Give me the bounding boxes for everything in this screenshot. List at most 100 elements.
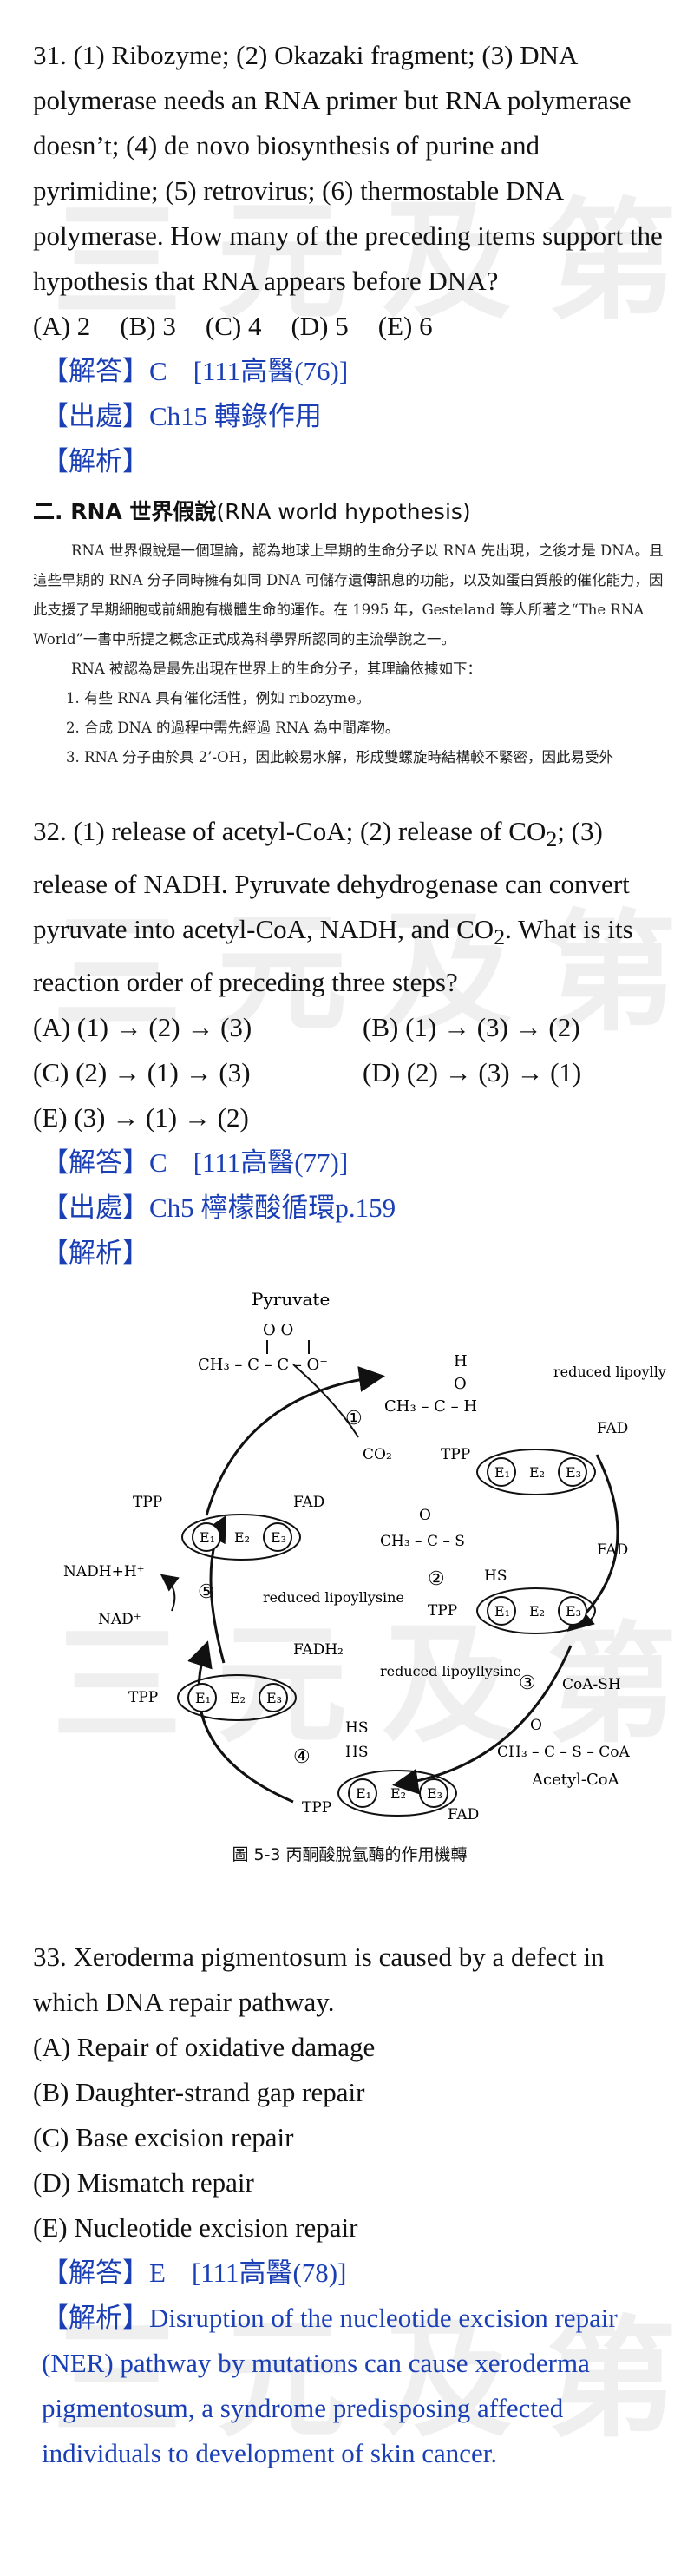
- answer-ref: [111高醫(77)]: [193, 1147, 349, 1179]
- svg-text:E₂: E₂: [230, 1690, 246, 1706]
- option-c: (C) 4: [205, 311, 262, 341]
- option-a: (A) (1) → (2) → (3): [33, 1012, 252, 1043]
- tpp-label: TPP: [128, 1689, 158, 1706]
- figure-caption: 圖 5-3 丙酮酸脫氫酶的作用機轉: [232, 1845, 468, 1865]
- svg-text:E₂: E₂: [529, 1464, 545, 1481]
- question-31: 31. (1) Ribozyme; (2) Okazaki fragment; …: [33, 33, 666, 772]
- section-title: 二. RNA 世界假說(RNA world hypothesis): [33, 493, 666, 531]
- enzyme-complex: TPP E₁ E₂ E₃: [428, 1587, 596, 1635]
- section-title-main: 二. RNA 世界假說: [33, 499, 217, 524]
- svg-text:E₁: E₁: [195, 1690, 211, 1706]
- watermark: 三元及第: [52, 2304, 694, 2455]
- svg-text:E₁: E₁: [494, 1603, 510, 1620]
- watermark: 三元及第: [52, 187, 694, 338]
- acetylcoa-structure: CH₃ – C – S – CoA: [497, 1744, 630, 1761]
- svg-text:E₁: E₁: [494, 1464, 510, 1481]
- acetylcoa-label: Acetyl-CoA: [531, 1771, 620, 1789]
- option-d: (D) Mismatch repair: [33, 2167, 254, 2198]
- pyruvate-label: Pyruvate: [252, 1289, 330, 1310]
- svg-text:E₃: E₃: [566, 1603, 581, 1620]
- nad-label: NAD⁺: [98, 1611, 141, 1628]
- svg-text:E₂: E₂: [234, 1529, 250, 1546]
- watermark: 三元及第: [52, 898, 694, 1049]
- svg-text:E₂: E₂: [529, 1603, 545, 1620]
- option-b: (B) 3: [120, 311, 176, 341]
- hs-label: HS: [345, 1744, 368, 1761]
- question-31-stem: 31. (1) Ribozyme; (2) Okazaki fragment; …: [33, 40, 663, 296]
- rna-world-text: RNA 世界假說是一個理論，認為地球上早期的生命分子以 RNA 先出現，之後才是…: [33, 536, 666, 772]
- option-e: (E) 6: [377, 311, 433, 341]
- fad-label: FAD: [597, 1541, 628, 1559]
- stem-part: . What is its reaction order of precedin…: [33, 914, 633, 998]
- svg-text:E₁: E₁: [200, 1529, 215, 1546]
- acetylcoa-structure: O: [530, 1717, 542, 1734]
- fad-label: FAD: [293, 1494, 324, 1511]
- option-b: (B) (1) → (3) → (2): [363, 1012, 580, 1043]
- answer-line: 【解答】C [111高醫(77)]: [33, 1140, 666, 1186]
- answer-line: 【解答】C[111高醫(76)]: [33, 349, 666, 394]
- svg-text:E₃: E₃: [566, 1464, 581, 1481]
- section-title-sub: (RNA world hypothesis): [216, 499, 471, 524]
- analysis-label: 【解析】: [42, 446, 149, 476]
- acetyl-thioester: O: [419, 1507, 431, 1524]
- stem-part: ; (3) release of NADH. Pyruvate dehydrog…: [33, 816, 630, 945]
- option-c: (C) Base excision repair: [33, 2122, 294, 2153]
- pdh-mechanism-diagram: Pyruvate O O CH₃ – C – C – O⁻ ① CO₂ H O …: [63, 1289, 666, 1824]
- watermark: 三元及第: [52, 1610, 694, 1761]
- co2-label: CO₂: [363, 1446, 392, 1463]
- stem-part: 32. (1) release of acetyl-CoA; (2) relea…: [33, 816, 547, 846]
- list-item: 2. 合成 DNA 的過程中需先經過 RNA 為中間產物。: [66, 720, 400, 736]
- svg-text:E₃: E₃: [427, 1785, 442, 1802]
- source-line: 【出處】Ch5 檸檬酸循環p.159: [42, 1193, 396, 1224]
- answer-label: 【解答】C: [42, 1147, 167, 1179]
- acetyl-thioester: CH₃ – C – S: [380, 1533, 465, 1550]
- reduced-lipoyllysine-label: reduced lipoyllysine: [380, 1663, 521, 1679]
- intermediate-label: H: [454, 1352, 468, 1370]
- reduced-lipoyllysine-label: reduced lipoyllysine: [263, 1589, 404, 1606]
- hs-label: HS: [484, 1567, 507, 1585]
- list-item: 1. 有些 RNA 具有催化活性，例如 ribozyme。: [66, 690, 370, 706]
- fadh2-label: FADH₂: [293, 1641, 344, 1659]
- step-2: ②: [428, 1568, 445, 1590]
- list-item: 3. RNA 分子由於具 2’-OH，因此較易水解，形成雙螺旋時結構較不緊密，因…: [66, 749, 613, 766]
- tpp-label: TPP: [428, 1602, 457, 1620]
- question-32: 32. (1) release of acetyl-CoA; (2) relea…: [33, 809, 666, 1865]
- option-b: (B) Daughter-strand gap repair: [33, 2077, 365, 2108]
- question-33-stem: 33. Xeroderma pigmentosum is caused by a…: [33, 1942, 605, 2018]
- tpp-label: TPP: [302, 1799, 331, 1817]
- question-32-options: (A) (1) → (2) → (3) (B) (1) → (3) → (2) …: [33, 1005, 666, 1140]
- fad-label: FAD: [597, 1420, 628, 1437]
- enzyme-complex: E₁ E₂ E₃: [476, 1449, 596, 1496]
- subscript: 2: [546, 826, 558, 852]
- analysis-text: 【解析】Disruption of the nucleotide excisio…: [42, 2303, 618, 2469]
- pyruvate-structure: O O: [263, 1321, 293, 1339]
- option-a: (A) Repair of oxidative damage: [33, 2032, 376, 2063]
- paragraph: RNA 世界假說是一個理論，認為地球上早期的生命分子以 RNA 先出現，之後才是…: [33, 542, 664, 647]
- answer-line: 【解答】E[111高醫(78)]: [33, 2251, 666, 2296]
- question-32-stem: 32. (1) release of acetyl-CoA; (2) relea…: [33, 809, 666, 1005]
- svg-text:E₂: E₂: [390, 1785, 406, 1802]
- analysis-label: 【解析】: [42, 1238, 149, 1269]
- tpp-label: TPP: [441, 1446, 470, 1463]
- coash-label: CoA-SH: [562, 1676, 621, 1693]
- step-1: ①: [345, 1408, 363, 1429]
- question-31-options: (A) 2 (B) 3 (C) 4 (D) 5 (E) 6: [33, 304, 666, 349]
- page-content: 31. (1) Ribozyme; (2) Okazaki fragment; …: [33, 33, 666, 2476]
- pyruvate-structure: CH₃ – C – C – O⁻: [198, 1356, 328, 1374]
- option-e: (E) Nucleotide excision repair: [33, 2212, 358, 2244]
- reduced-lipoyllysine-label: reduced lipoyllysine: [553, 1364, 666, 1380]
- paragraph: RNA 被認為是最先出現在世界上的生命分子，其理論依據如下：: [71, 660, 482, 677]
- option-d: (D) (2) → (3) → (1): [363, 1057, 582, 1088]
- source-line: 【出處】Ch15 轉錄作用: [42, 401, 322, 431]
- fad-label: FAD: [448, 1806, 479, 1824]
- option-c: (C) (2) → (1) → (3): [33, 1057, 251, 1088]
- intermediate-label: CH₃ – C – H: [384, 1397, 477, 1416]
- option-a: (A) 2: [33, 311, 91, 341]
- step-3: ③: [519, 1672, 536, 1694]
- option-d: (D) 5: [291, 311, 349, 341]
- hs-label: HS: [345, 1719, 368, 1737]
- answer-ref: [111高醫(78)]: [191, 2257, 347, 2289]
